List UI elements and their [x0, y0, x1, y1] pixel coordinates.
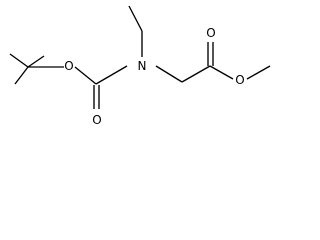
tbutyl-methyl-bottom-bond	[14, 66, 29, 85]
oxygen-to-methyl-bond	[246, 65, 271, 80]
molecule-drawing: O O N O O	[9, 5, 271, 127]
oxygen-to-carbamate-carbon-bond	[74, 66, 97, 85]
nitrogen-label: N	[138, 59, 147, 73]
tbutyl-methyl-top-bond	[27, 55, 45, 68]
ester-carbon-to-oxygen-bond	[209, 65, 234, 80]
carbamate-carbonyl-oxygen-label: O	[92, 113, 101, 127]
carbamate-ether-oxygen-label: O	[64, 59, 73, 73]
ester-ether-oxygen-label: O	[235, 73, 244, 87]
ester-carbonyl-oxygen-label: O	[206, 26, 215, 40]
carbamate-carbon-to-nitrogen-bond	[95, 65, 128, 85]
tbutyl-methyl-left-bond	[9, 53, 29, 68]
nitrogen-to-methylene-bond	[155, 65, 183, 83]
chemical-structure-canvas: O O N O O	[0, 0, 285, 133]
methylene-to-ester-carbon-bond	[181, 65, 211, 83]
ethyl-bond	[128, 5, 143, 32]
